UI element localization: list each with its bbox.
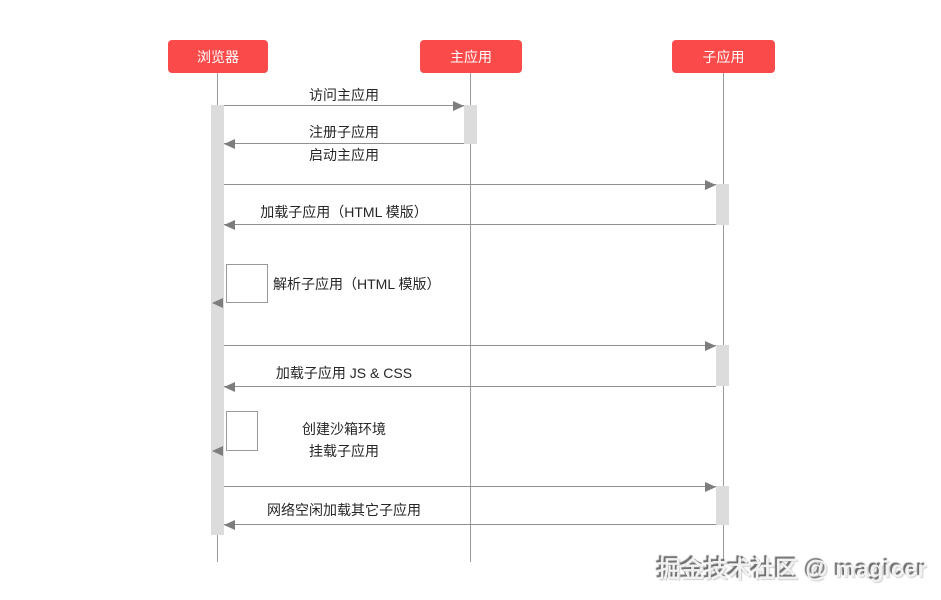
- message-line-request-sub-html: [224, 184, 716, 185]
- lifeline-main-app: [470, 73, 471, 562]
- message-label-load-sub-html: 加载子应用（HTML 模版）: [260, 204, 428, 220]
- message-line-register-sub: [224, 143, 464, 144]
- message-label-register-sub: 注册子应用: [309, 124, 379, 140]
- message-label-mount-sub: 挂载子应用: [309, 443, 379, 459]
- activation-sub-app-1: [716, 184, 729, 225]
- message-line-request-sub-assets: [224, 345, 716, 346]
- arrowhead-right-icon: [705, 180, 716, 190]
- activation-sub-app-3: [716, 486, 729, 525]
- actor-main-app-label: 主应用: [450, 48, 492, 65]
- activation-sub-app-2: [716, 345, 729, 386]
- arrowhead-right-icon: [705, 482, 716, 492]
- actor-main-app: 主应用: [420, 40, 522, 73]
- actor-browser-label: 浏览器: [197, 48, 239, 65]
- actor-sub-app-label: 子应用: [702, 48, 745, 65]
- arrowhead-right-icon: [705, 341, 716, 351]
- arrowhead-left-icon: [224, 139, 235, 149]
- message-label-load-sub-assets: 加载子应用 JS & CSS: [275, 365, 413, 381]
- message-line-request-other-subs: [224, 486, 716, 487]
- message-line-visit-main: [224, 105, 464, 106]
- message-label-start-main: 启动主应用: [309, 147, 379, 163]
- lifeline-sub-app: [723, 73, 724, 562]
- message-line-idle-load-others: [224, 524, 716, 525]
- actor-sub-app: 子应用: [672, 40, 775, 73]
- arrowhead-left-icon: [224, 520, 235, 530]
- activation-main-app: [464, 105, 477, 144]
- message-label-visit-main: 访问主应用: [309, 87, 379, 103]
- arrowhead-left-icon: [212, 446, 223, 456]
- message-label-parse-sub-html: 解析子应用（HTML 模版）: [273, 276, 441, 292]
- actor-browser: 浏览器: [168, 40, 268, 73]
- self-loop-create-sandbox: [226, 411, 258, 451]
- arrowhead-left-icon: [224, 220, 235, 230]
- arrowhead-left-icon: [212, 298, 223, 308]
- arrowhead-left-icon: [224, 382, 235, 392]
- message-label-create-sandbox: 创建沙箱环境: [302, 421, 386, 437]
- self-loop-parse-sub-html: [226, 264, 268, 303]
- message-line-load-sub-html: [224, 224, 716, 225]
- activation-browser: [211, 105, 224, 535]
- watermark-text: 掘金技术社区 @ magicer: [657, 556, 927, 582]
- arrowhead-right-icon: [453, 101, 464, 111]
- message-label-idle-load-others: 网络空闲加载其它子应用: [267, 502, 421, 518]
- message-line-load-sub-assets: [224, 386, 716, 387]
